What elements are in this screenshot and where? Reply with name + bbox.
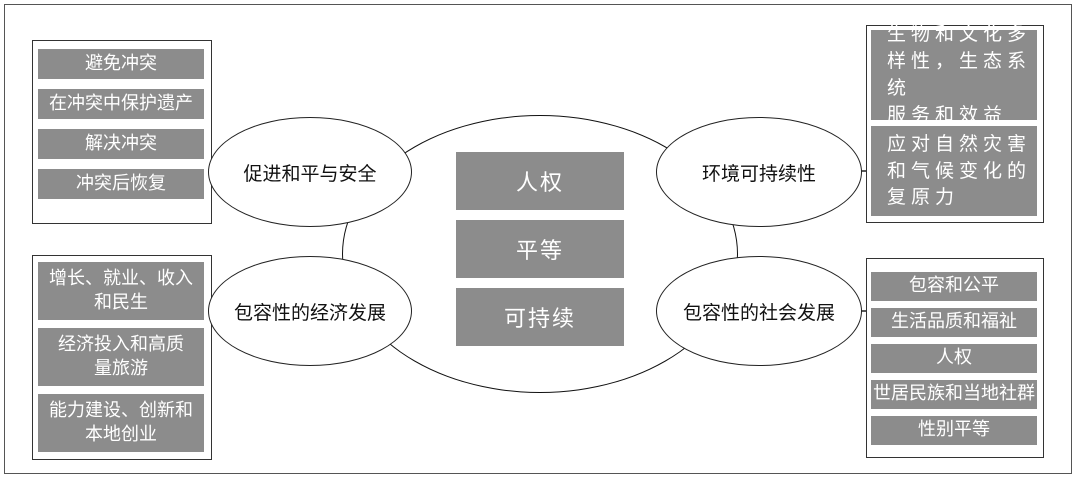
item-gender-equality: 性别平等 xyxy=(871,416,1037,445)
center-human-rights: 人权 xyxy=(456,152,624,210)
panel-environmental: 生物和文化多样性，生态系统服务和效益 应对自然灾害和气候变化的复原力 xyxy=(866,23,1044,223)
panel-inclusive-social: 包容和公平 生活品质和福祉 人权 世居民族和当地社群 性别平等 xyxy=(866,258,1044,458)
node-inclusive-economic: 包容性的经济发展 xyxy=(208,256,412,366)
diagram-frame xyxy=(4,4,1072,474)
item-post-conflict-recovery: 冲突后恢复 xyxy=(38,169,204,199)
node-environmental: 环境可持续性 xyxy=(656,117,862,227)
item-disaster-resilience: 应对自然灾害和气候变化的复原力 xyxy=(871,126,1037,216)
item-human-rights-social: 人权 xyxy=(871,344,1037,373)
item-protect-heritage: 在冲突中保护遗产 xyxy=(38,89,204,119)
panel-peace-security: 避免冲突 在冲突中保护遗产 解决冲突 冲突后恢复 xyxy=(32,40,212,224)
item-resolve-conflict: 解决冲突 xyxy=(38,129,204,159)
item-growth-employment: 增长、就业、收入和民生 xyxy=(38,262,204,320)
item-economic-investment: 经济投入和高质量旅游 xyxy=(38,328,204,386)
center-equality: 平等 xyxy=(456,220,624,278)
item-indigenous-communities: 世居民族和当地社群 xyxy=(871,380,1037,409)
panel-inclusive-economic: 增长、就业、收入和民生 经济投入和高质量旅游 能力建设、创新和本地创业 xyxy=(32,255,212,460)
item-quality-of-life: 生活品质和福祉 xyxy=(871,308,1037,337)
center-sustainability: 可持续 xyxy=(456,288,624,346)
item-biodiversity: 生物和文化多样性，生态系统服务和效益 xyxy=(871,23,1037,126)
item-capacity-building: 能力建设、创新和本地创业 xyxy=(38,394,204,452)
item-inclusion-equity: 包容和公平 xyxy=(871,272,1037,301)
node-peace-security: 促进和平与安全 xyxy=(208,117,412,227)
node-inclusive-social: 包容性的社会发展 xyxy=(656,256,862,366)
item-avoid-conflict: 避免冲突 xyxy=(38,49,204,79)
